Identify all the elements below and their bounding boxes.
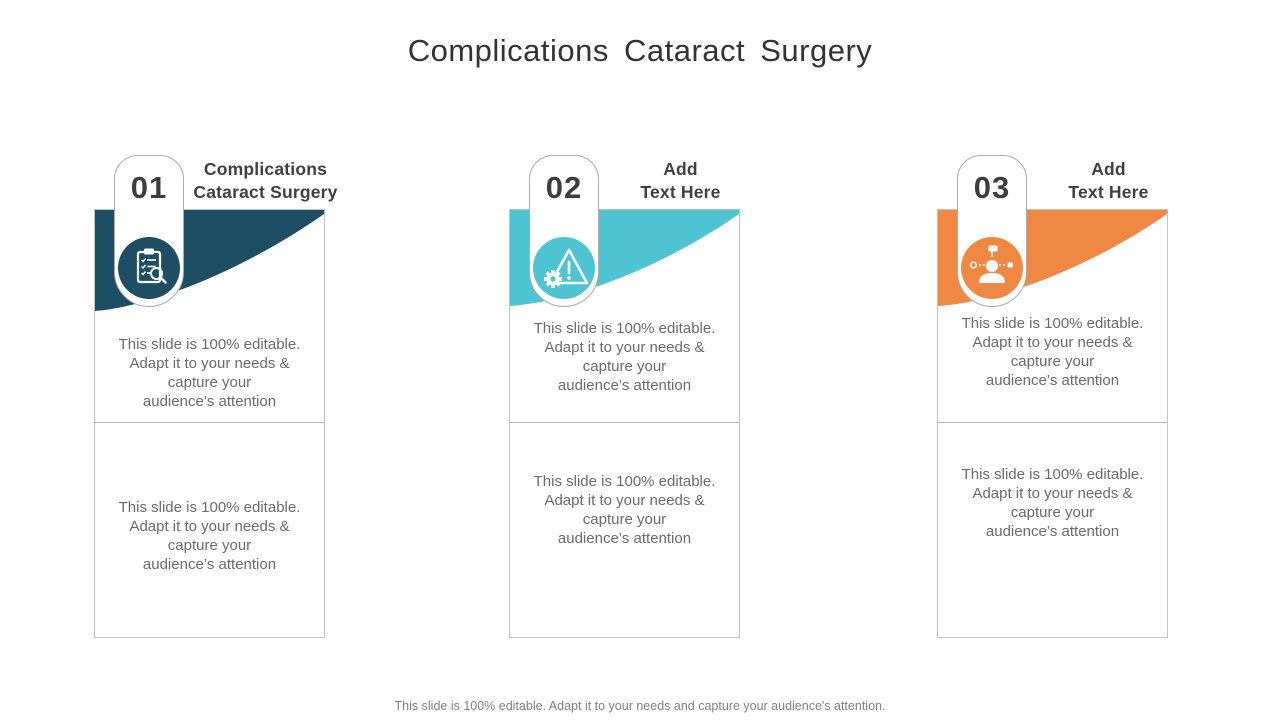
number-badge: 02 — [529, 155, 599, 307]
card-heading[interactable]: Add Text Here — [640, 159, 721, 202]
card-body-text-bottom[interactable]: This slide is 100% editable. Adapt it to… — [118, 499, 301, 573]
section-divider — [95, 422, 324, 423]
card-body-text-bottom[interactable]: This slide is 100% editable. Adapt it to… — [961, 466, 1144, 540]
person-network-icon — [961, 237, 1023, 299]
section-divider — [510, 422, 739, 423]
section-divider — [938, 422, 1167, 423]
number-label: 01 — [130, 170, 168, 205]
card-body-text-top[interactable]: This slide is 100% editable. Adapt it to… — [118, 336, 301, 410]
footer-note: This slide is 100% editable. Adapt it to… — [394, 699, 886, 713]
number-label: 03 — [973, 170, 1011, 205]
card-body-text-bottom[interactable]: This slide is 100% editable. Adapt it to… — [533, 473, 716, 547]
card-body-text-top[interactable]: This slide is 100% editable. Adapt it to… — [533, 320, 716, 394]
card-03[interactable]: Add Text Here This slide is 100% editabl… — [937, 155, 1168, 638]
card-heading[interactable]: Complications Cataract Surgery — [193, 159, 338, 202]
card-heading[interactable]: Add Text Here — [1068, 159, 1149, 202]
page-title: Complications Cataract Surgery — [407, 33, 873, 68]
card-01[interactable]: Complications Cataract Surgery This slid… — [94, 155, 337, 638]
number-badge: 01 — [114, 155, 184, 307]
warning-gear-icon — [533, 237, 595, 299]
clipboard-search-icon — [118, 237, 180, 299]
number-label: 02 — [545, 170, 583, 205]
card-body-text-top[interactable]: This slide is 100% editable. Adapt it to… — [961, 315, 1144, 389]
card-02[interactable]: Add Text Here This slide is 100% editabl… — [509, 155, 740, 638]
number-badge: 03 — [957, 155, 1027, 307]
